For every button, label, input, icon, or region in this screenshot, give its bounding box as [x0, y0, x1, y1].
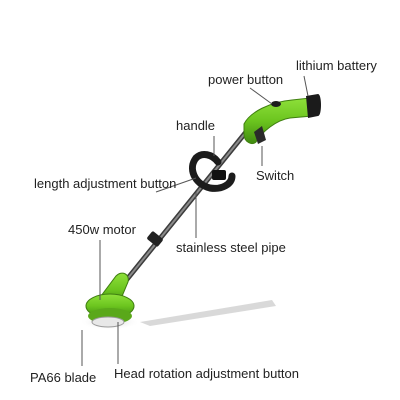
lithium-battery-label: lithium battery: [296, 58, 377, 73]
handle-label: handle: [176, 118, 216, 133]
length-adjustment-button-label: length adjustment button: [34, 176, 177, 191]
leader-lines: [81, 75, 309, 366]
cutting-head: [85, 293, 135, 328]
power-button-icon: [271, 101, 281, 107]
power-button-label: power button: [208, 72, 284, 87]
handle: [189, 151, 236, 192]
lithium-battery: [306, 94, 321, 118]
stainless-steel-pipe-label: stainless steel pipe: [176, 240, 286, 255]
motor-label: 450w motor: [68, 222, 136, 237]
length-adjustment-collar: [147, 231, 163, 247]
switch-label: Switch: [256, 168, 295, 183]
rear-handle-housing: [243, 97, 313, 145]
head-rotation-adjustment-button-label: Head rotation adjustment button: [114, 366, 300, 381]
stainless-steel-pipe: [117, 129, 249, 291]
blade-label: PA66 blade: [30, 370, 97, 385]
